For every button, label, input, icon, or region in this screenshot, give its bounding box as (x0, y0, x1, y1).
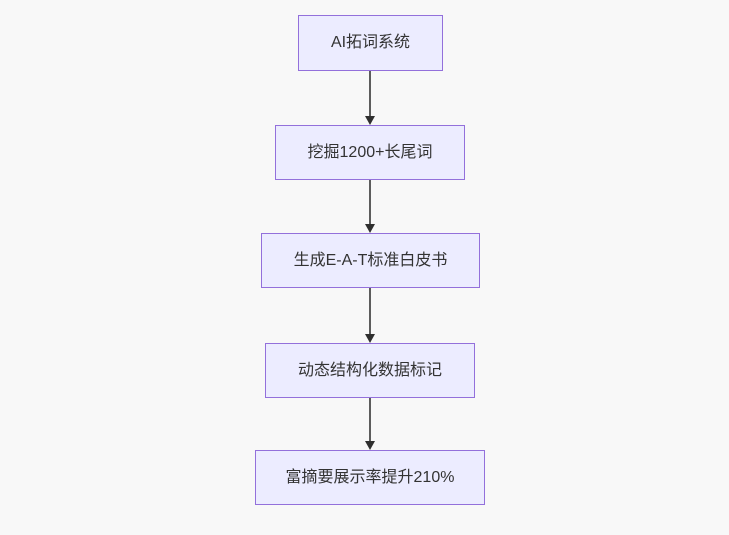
flow-arrow-3 (364, 288, 376, 343)
arrowhead-down-icon (365, 116, 375, 125)
flow-node-1: AI拓词系统 (298, 15, 443, 71)
flow-node-3-label: 生成E-A-T标准白皮书 (293, 251, 448, 269)
flow-node-5: 富摘要展示率提升210% (255, 450, 485, 505)
flow-node-2: 挖掘1200+长尾词 (275, 125, 465, 180)
arrow-line (369, 180, 371, 226)
flow-node-5-label: 富摘要展示率提升210% (285, 468, 455, 486)
arrowhead-down-icon (365, 334, 375, 343)
arrowhead-down-icon (365, 441, 375, 450)
flow-arrow-1 (364, 71, 376, 125)
arrow-line (369, 398, 371, 443)
flow-node-2-label: 挖掘1200+长尾词 (307, 143, 433, 161)
flow-node-4: 动态结构化数据标记 (265, 343, 475, 398)
arrow-line (369, 71, 371, 118)
arrowhead-down-icon (365, 224, 375, 233)
flow-arrow-2 (364, 180, 376, 233)
flow-node-4-label: 动态结构化数据标记 (297, 361, 442, 379)
flow-node-1-label: AI拓词系统 (330, 34, 411, 52)
flow-node-3: 生成E-A-T标准白皮书 (261, 233, 480, 288)
arrow-line (369, 288, 371, 336)
flow-arrow-4 (364, 398, 376, 450)
